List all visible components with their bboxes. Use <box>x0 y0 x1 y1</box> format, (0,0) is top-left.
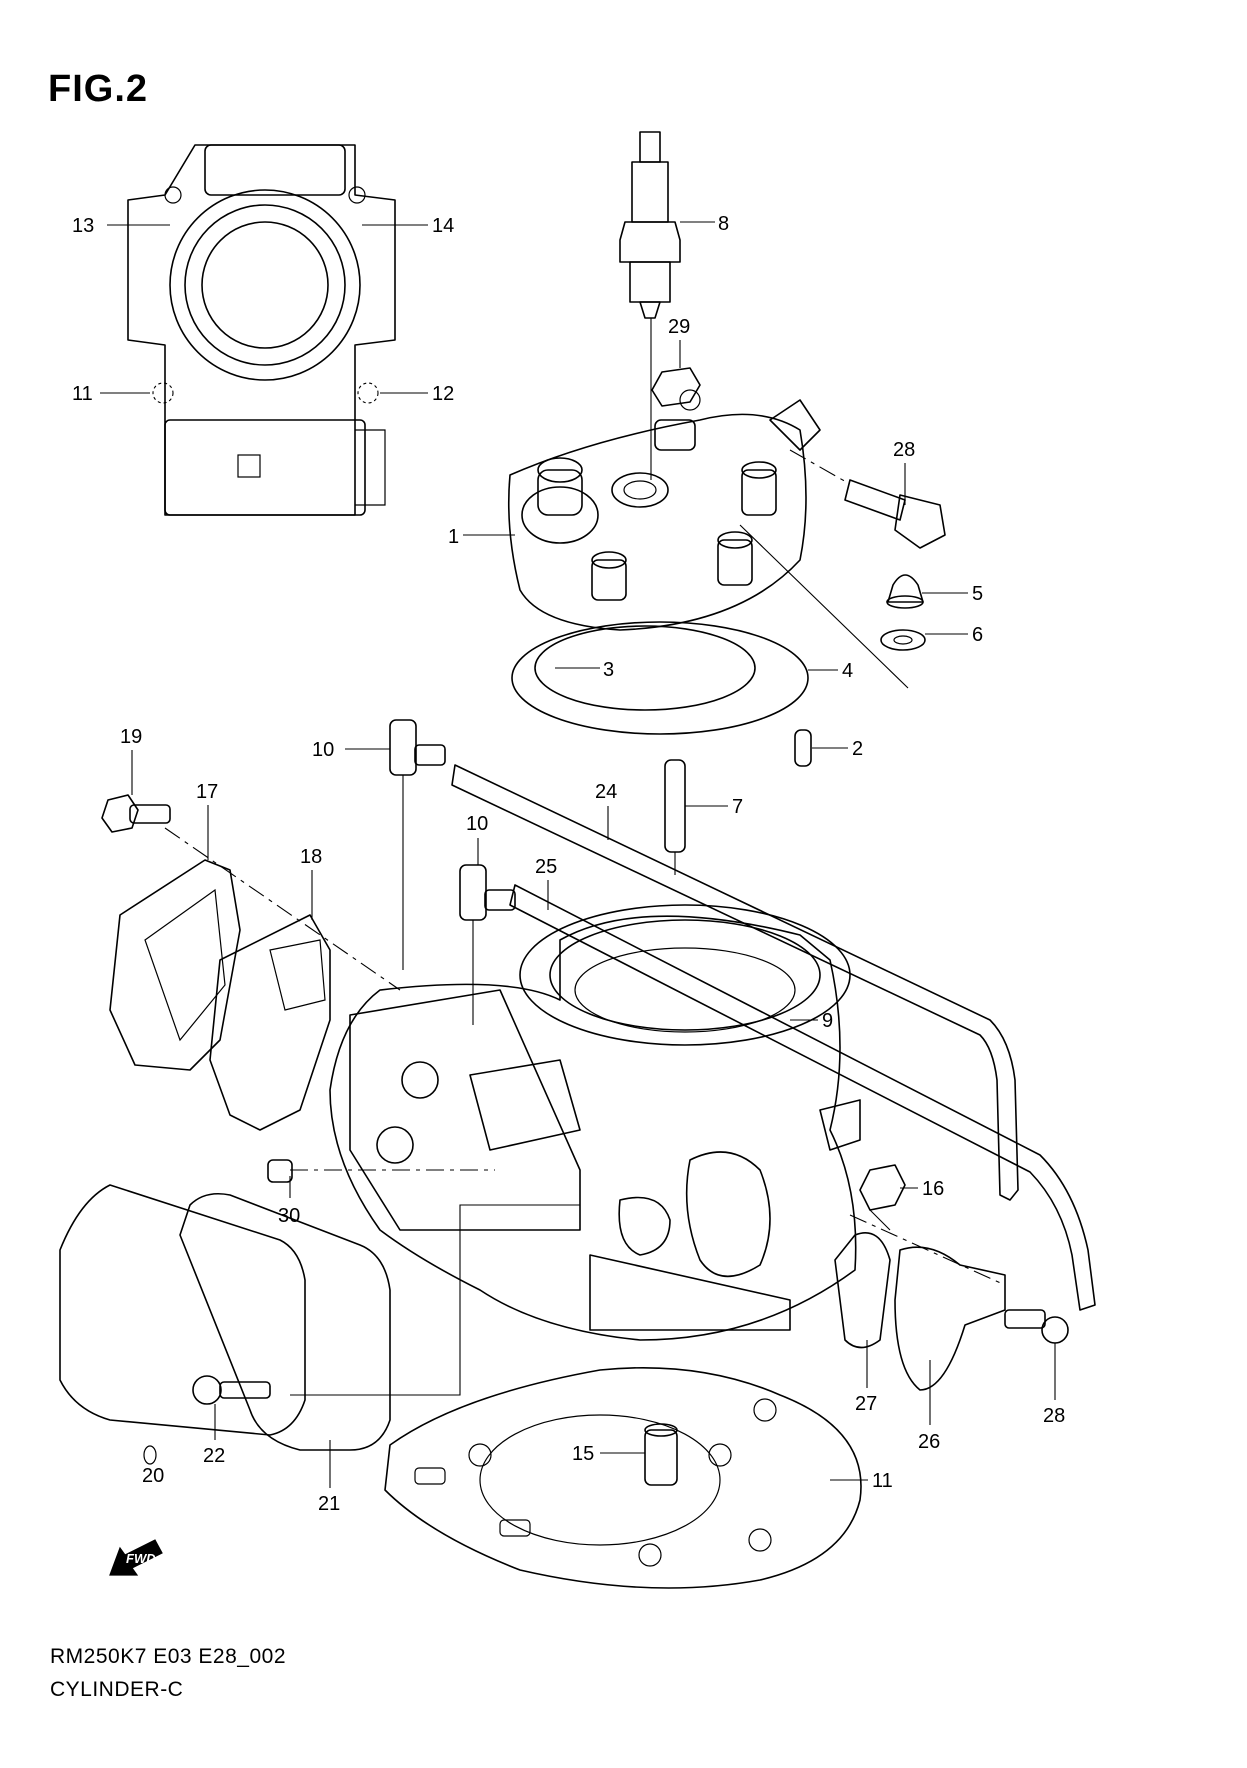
bolt-29 <box>789 449 946 549</box>
bolt-23 <box>192 1375 271 1405</box>
callout-18: 17 <box>196 781 218 803</box>
side-cover-21 <box>59 1184 306 1465</box>
joint-10-lower <box>459 864 516 1025</box>
cylinder-body <box>329 904 861 1341</box>
breather-pipe-25 <box>509 884 1096 1311</box>
callout-14: 13 <box>72 215 94 237</box>
callout-1: 1 <box>448 526 459 548</box>
assembly-line-28 <box>849 1214 1006 1286</box>
callout-22: 21 <box>318 1493 340 1515</box>
assembly-line-20 <box>164 827 401 991</box>
cylinder-head <box>507 399 821 631</box>
callout-11: 11 <box>872 1470 893 1492</box>
dowel-pin-2 <box>794 729 812 767</box>
base-gasket <box>384 1366 862 1589</box>
callout-7: 7 <box>732 796 743 818</box>
callout-12: 11 <box>72 383 93 405</box>
washer-6 <box>880 629 926 651</box>
cap-nut-5 <box>886 574 924 609</box>
spark-plug <box>619 131 681 480</box>
callout-20: 19 <box>120 726 142 748</box>
callout-2: 2 <box>852 738 863 760</box>
plug-31 <box>267 1159 293 1183</box>
callout-28: 28 <box>1043 1405 1065 1427</box>
fwd-label: FWD <box>126 1551 156 1566</box>
nut-17 <box>859 1164 906 1231</box>
callout-27: 27 <box>855 1393 877 1415</box>
callout-5: 5 <box>972 583 983 605</box>
nut-30 <box>651 367 701 411</box>
callout-6: 6 <box>972 624 983 646</box>
callout-24: 24 <box>595 781 617 803</box>
callout-15: 14 <box>432 215 454 237</box>
callout-25: 25 <box>535 856 557 878</box>
gasket-27 <box>834 1232 891 1349</box>
assembly-line-23 <box>290 1204 580 1396</box>
stud-bolt-7 <box>664 759 686 875</box>
leader-lines <box>100 221 1056 1488</box>
callout-4: 4 <box>842 660 853 682</box>
callout-8: 8 <box>718 213 729 235</box>
callout-13: 12 <box>432 383 454 405</box>
callout-16: 15 <box>572 1443 594 1465</box>
callout-31: 30 <box>278 1205 300 1227</box>
cover-26 <box>894 1246 1006 1391</box>
callout-10-upper: 10 <box>312 739 334 761</box>
callout-10-lower: 10 <box>466 813 488 835</box>
callout-3: 3 <box>603 659 614 681</box>
callout-21: 20 <box>142 1465 164 1487</box>
leader-head-to-nuts <box>739 524 909 689</box>
gasket-22 <box>179 1192 391 1451</box>
figure-title: FIG.2 <box>48 68 149 110</box>
cover-18 <box>109 859 241 1071</box>
callout-26: 26 <box>918 1431 940 1453</box>
head-gasket-ring <box>534 625 756 711</box>
diagram-name: CYLINDER-C <box>50 1678 184 1701</box>
callout-9: 9 <box>822 1010 833 1032</box>
callout-19: 18 <box>300 846 322 868</box>
cylinder-top-view-inset <box>127 144 396 516</box>
diagram-code: RM250K7 E03 E28_002 <box>50 1645 286 1668</box>
bolt-28 <box>1004 1309 1069 1344</box>
callout-labels: 13 14 11 12 8 29 28 1 5 6 3 4 2 7 10 10 … <box>72 213 1065 1515</box>
callout-23: 22 <box>203 1445 225 1467</box>
joint-10-upper <box>389 719 446 970</box>
fwd-arrow-icon: FWD <box>109 1539 163 1576</box>
breather-pipe-24 <box>451 764 1019 1201</box>
callout-17: 16 <box>922 1178 944 1200</box>
callout-30: 29 <box>668 316 690 338</box>
gasket-19 <box>209 914 331 1131</box>
dowel-pin-16 <box>644 1423 678 1486</box>
bolt-20 <box>101 794 171 833</box>
callout-29: 28 <box>893 439 915 461</box>
o-ring-outer <box>511 621 809 735</box>
